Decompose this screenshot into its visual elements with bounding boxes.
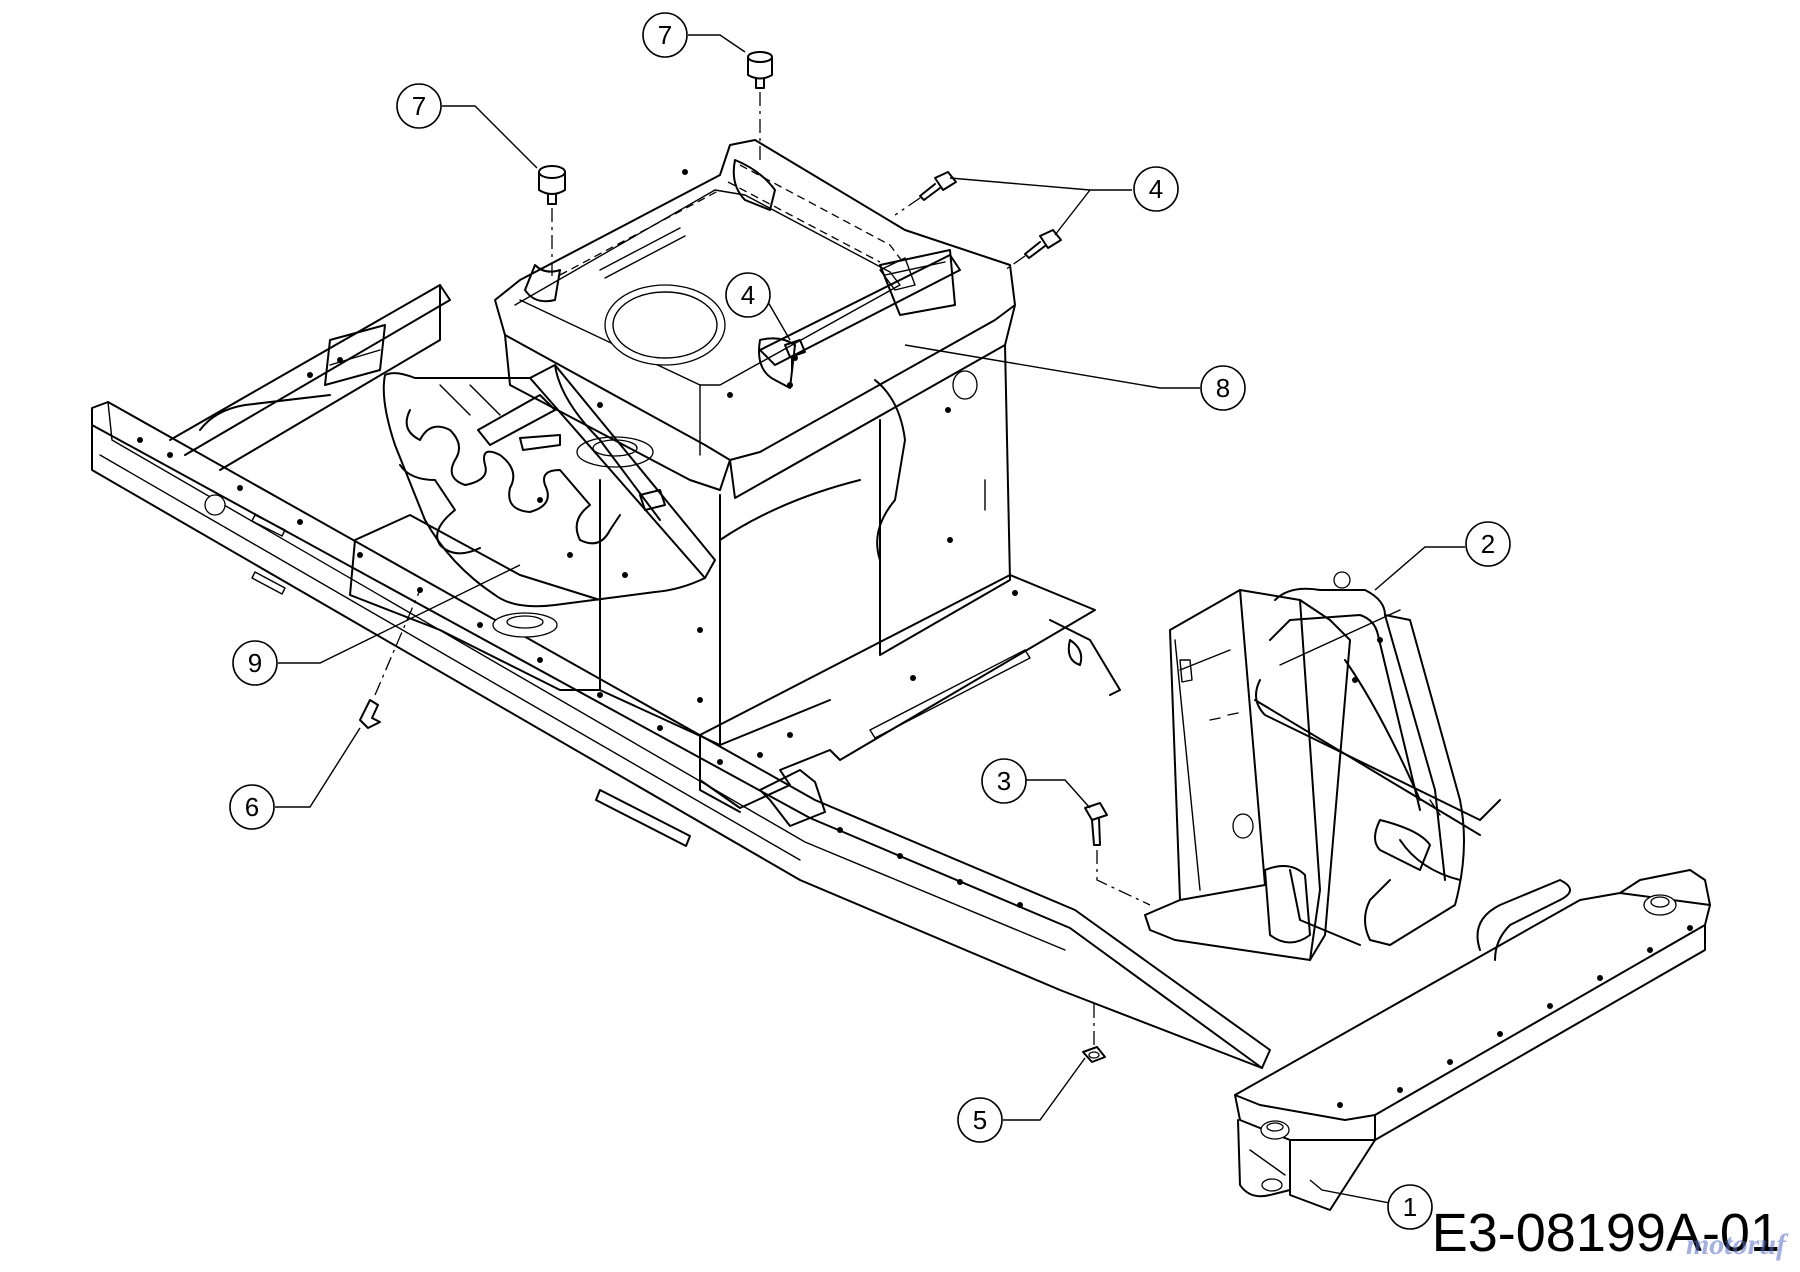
fastener-screw-4b — [1004, 229, 1062, 271]
callout-4b-label: 4 — [741, 280, 755, 310]
fastener-screw-4c — [784, 339, 806, 371]
callout-7a: 7 — [642, 12, 746, 58]
fastener-bumper-7b — [538, 165, 566, 280]
frame-front-crossmember — [1234, 869, 1711, 1211]
callout-6: 6 — [229, 727, 361, 830]
frame-left-rail — [91, 401, 1271, 1069]
watermark-logo: motoruf — [1685, 1228, 1786, 1261]
callout-7a-label: 7 — [658, 20, 672, 50]
drawing-id: E3-08199A-01 — [1431, 1203, 1780, 1263]
callout-3-label: 3 — [997, 766, 1011, 796]
fastener-bolt-3 — [1084, 802, 1151, 906]
callout-8: 8 — [904, 344, 1246, 411]
seat-support-box — [494, 139, 1016, 499]
fastener-nut-5 — [1082, 1000, 1106, 1063]
callout-9-label: 9 — [248, 648, 262, 678]
callout-2-label: 2 — [1481, 529, 1495, 559]
fastener-bumper-7a — [747, 51, 773, 165]
frame-front-tower — [1144, 589, 1351, 961]
callout-4b: 4 — [725, 272, 791, 341]
callout-7b: 7 — [396, 83, 538, 169]
callout-5-label: 5 — [973, 1105, 987, 1135]
callout-8-label: 8 — [1216, 373, 1230, 403]
callout-1-label: 1 — [1403, 1192, 1417, 1222]
callout-3: 3 — [981, 758, 1091, 809]
frame-rear-structure — [169, 284, 654, 691]
callout-6-label: 6 — [245, 792, 259, 822]
shifter-plate — [382, 364, 716, 608]
callout-5: 5 — [957, 1057, 1086, 1143]
callout-2: 2 — [1374, 521, 1511, 591]
fastener-clip-6 — [359, 589, 421, 729]
front-bracket-bail — [1254, 571, 1501, 946]
callout-7b-label: 7 — [412, 91, 426, 121]
callout-1: 1 — [1309, 1179, 1433, 1230]
callout-4a-label: 4 — [1149, 174, 1163, 204]
frame-mid-crossplate — [699, 574, 1121, 827]
callout-4a: 4 — [949, 166, 1179, 236]
fastener-screw-4a — [894, 171, 957, 216]
seat-support-column — [599, 344, 1011, 746]
callout-9: 9 — [232, 564, 521, 686]
